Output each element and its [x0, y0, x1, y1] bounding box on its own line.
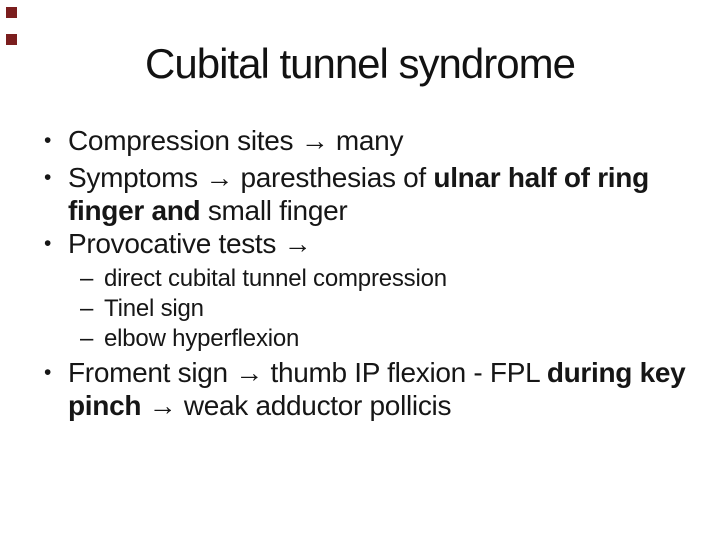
- bullet4-bold1: during key: [546, 357, 686, 388]
- slide-title: Cubital tunnel syndrome: [145, 40, 576, 87]
- bullet-text: Provocative tests →: [68, 227, 704, 260]
- dash-marker: –: [80, 265, 94, 292]
- bullet-text: Froment sign → thumb IP flexion - FPL du…: [68, 356, 704, 422]
- bullet3-pre: Provocative tests: [68, 228, 284, 259]
- bullet2-mid: paresthesias of: [233, 162, 434, 193]
- bullet-marker: •: [44, 361, 52, 384]
- bullet-item-froment-sign: • Froment sign → thumb IP flexion - FPL …: [44, 356, 704, 422]
- bullet-item-compression-sites: • Compression sites → many: [44, 124, 704, 157]
- bullet-marker: •: [44, 166, 52, 189]
- sub-bullet-item-tinel-sign: – Tinel sign: [80, 294, 704, 324]
- bullet4-mid: thumb IP flexion - FPL: [262, 357, 547, 388]
- bullet1-post: many: [328, 125, 404, 156]
- sub-bullet-text: Tinel sign: [104, 295, 204, 322]
- decor-square-bottom: [6, 34, 17, 45]
- bullet2-bold-line2: finger and: [68, 195, 208, 226]
- sub-bullet-list: – direct cubital tunnel compression – Ti…: [80, 264, 704, 354]
- bullet2-bold-line1: ulnar half of ring: [433, 162, 649, 193]
- sub-bullet-text: elbow hyperflexion: [104, 325, 300, 352]
- dash-marker: –: [80, 295, 94, 322]
- bullet-text: Compression sites → many: [68, 124, 704, 157]
- bullet4-pre: Froment sign: [68, 357, 236, 388]
- right-arrow-icon: →: [235, 357, 263, 388]
- bullet2-tail: small finger: [207, 195, 348, 226]
- right-arrow-icon: →: [300, 125, 329, 156]
- slide-body: • Compression sites → many • Symptoms → …: [44, 124, 704, 422]
- decor-square-top: [6, 7, 17, 18]
- right-arrow-icon: →: [205, 162, 234, 193]
- bullet2-pre: Symptoms: [68, 162, 206, 193]
- bullet4-tail: weak adductor pollicis: [176, 390, 452, 421]
- bullet-item-symptoms: • Symptoms → paresthesias of ulnar half …: [44, 161, 704, 227]
- bullet-marker: •: [44, 232, 52, 255]
- dash-marker: –: [80, 325, 94, 352]
- bullet-marker: •: [44, 129, 52, 152]
- right-arrow-icon: →: [148, 390, 177, 421]
- sub-bullet-item-direct-compression: – direct cubital tunnel compression: [80, 264, 704, 294]
- sub-bullet-text: direct cubital tunnel compression: [104, 265, 447, 292]
- bullet-text: Symptoms → paresthesias of ulnar half of…: [68, 161, 704, 227]
- right-arrow-icon: →: [283, 228, 312, 259]
- bullet-item-provocative-tests: • Provocative tests →: [44, 227, 704, 260]
- sub-bullet-item-elbow-hyperflexion: – elbow hyperflexion: [80, 324, 704, 354]
- bullet1-pre: Compression sites: [68, 125, 301, 156]
- bullet4-bold2: pinch: [68, 390, 149, 421]
